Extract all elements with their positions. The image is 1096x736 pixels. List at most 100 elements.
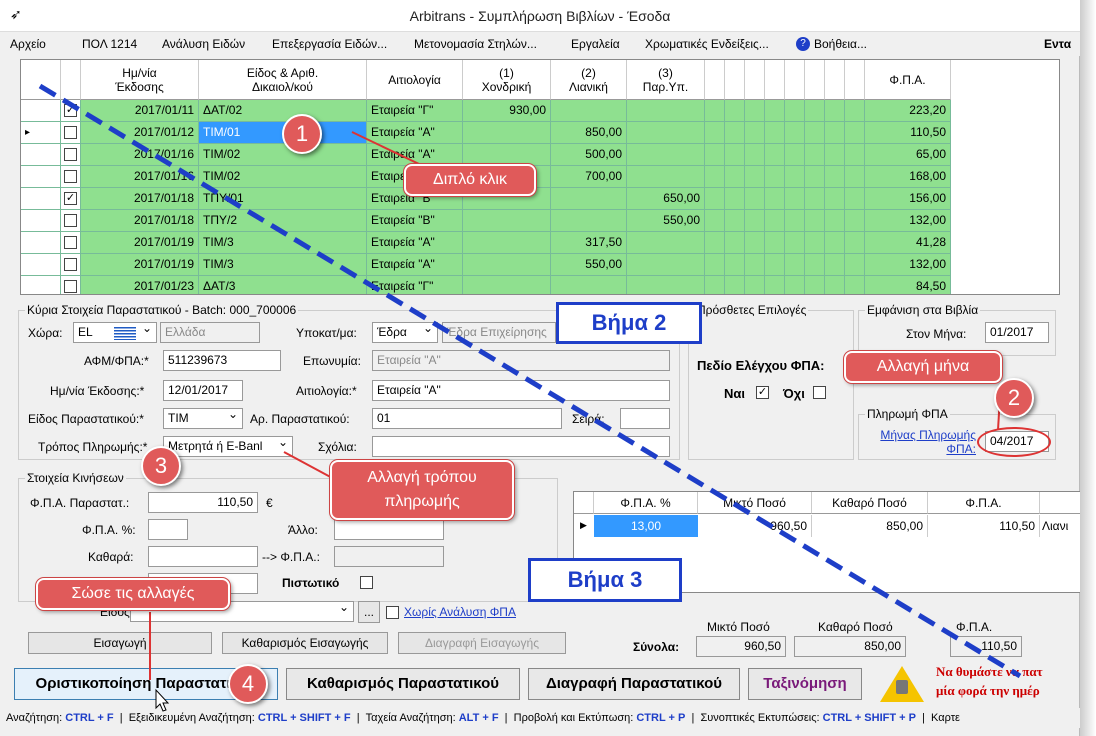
cell-empty[interactable]	[705, 232, 725, 254]
cell-vat[interactable]: 132,00	[865, 254, 951, 276]
cell-empty[interactable]	[745, 166, 765, 188]
grid-header-date[interactable]: Ημ/νία Έκδοσης	[81, 60, 199, 100]
cell-empty[interactable]	[785, 276, 805, 294]
cell-empty[interactable]	[845, 276, 865, 294]
cell-empty[interactable]	[805, 210, 825, 232]
cell-empty[interactable]	[825, 276, 845, 294]
cell-empty[interactable]	[745, 144, 765, 166]
vat-payment-month-link[interactable]: Μήνας Πληρωμής ΦΠΑ:	[880, 428, 976, 456]
cell-date[interactable]: 2017/01/16	[81, 144, 199, 166]
cell-empty[interactable]	[705, 122, 725, 144]
cell-c3[interactable]	[627, 276, 705, 294]
clear-document-button[interactable]: Καθαρισμός Παραστατικού	[286, 668, 520, 700]
menu-file[interactable]: Αρχείο	[10, 37, 46, 51]
cell-empty[interactable]	[705, 276, 725, 294]
cell-c3[interactable]	[627, 166, 705, 188]
cell-empty[interactable]	[805, 276, 825, 294]
cell-empty[interactable]	[745, 232, 765, 254]
subgrid-cell-extra[interactable]: Λιανι	[1042, 519, 1069, 533]
cell-empty[interactable]	[765, 276, 785, 294]
grid-header-retail[interactable]: (2) Λιανική	[551, 60, 627, 100]
cell-empty[interactable]	[845, 166, 865, 188]
issue-date-input[interactable]: 12/01/2017	[163, 380, 243, 401]
vat-doc-input[interactable]: 110,50	[148, 492, 258, 513]
cell-date[interactable]: 2017/01/18	[81, 210, 199, 232]
comments-input[interactable]	[372, 436, 670, 457]
delete-insert-button[interactable]: Διαγραφή Εισαγωγής	[398, 632, 566, 654]
cell-c1[interactable]	[463, 232, 551, 254]
cell-empty[interactable]	[845, 122, 865, 144]
grid-header-services[interactable]: (3) Παρ.Υπ.	[627, 60, 705, 100]
no-checkbox[interactable]	[813, 386, 826, 399]
row-checkbox-cell[interactable]	[61, 122, 81, 144]
cell-c1[interactable]	[463, 122, 551, 144]
row-indicator[interactable]: ▸	[21, 122, 61, 144]
cell-c3[interactable]: 650,00	[627, 188, 705, 210]
clear-insert-button[interactable]: Καθαρισμός Εισαγωγής	[222, 632, 388, 654]
cell-date[interactable]: 2017/01/19	[81, 232, 199, 254]
cell-empty[interactable]	[825, 188, 845, 210]
subgrid-cell-net[interactable]: 850,00	[812, 515, 928, 537]
cell-empty[interactable]	[825, 166, 845, 188]
cell-c2[interactable]	[551, 210, 627, 232]
row-indicator[interactable]	[21, 276, 61, 294]
cell-empty[interactable]	[705, 210, 725, 232]
sort-button[interactable]: Ταξινόμηση	[748, 668, 862, 700]
cell-date[interactable]: 2017/01/18	[81, 188, 199, 210]
cell-doc[interactable]: ΤΙΜ/3	[199, 232, 367, 254]
cell-empty[interactable]	[725, 188, 745, 210]
cell-empty[interactable]	[845, 144, 865, 166]
row-checkbox[interactable]	[64, 280, 77, 293]
cell-empty[interactable]	[805, 188, 825, 210]
cell-empty[interactable]	[845, 254, 865, 276]
cell-empty[interactable]	[765, 166, 785, 188]
row-checkbox-cell[interactable]	[61, 254, 81, 276]
cell-c3[interactable]	[627, 122, 705, 144]
cell-c3[interactable]	[627, 100, 705, 122]
no-vat-analysis-link[interactable]: Χωρίς Ανάλυση ΦΠΑ	[404, 605, 516, 619]
cell-empty[interactable]	[745, 100, 765, 122]
row-indicator[interactable]	[21, 100, 61, 122]
cell-empty[interactable]	[765, 254, 785, 276]
row-indicator[interactable]	[21, 144, 61, 166]
cell-empty[interactable]	[845, 232, 865, 254]
cell-reason[interactable]: Εταιρεία "Α"	[367, 232, 463, 254]
cell-reason[interactable]: Εταιρεία "Α"	[367, 122, 463, 144]
cell-c2[interactable]: 850,00	[551, 122, 627, 144]
row-checkbox-cell[interactable]	[61, 144, 81, 166]
cell-empty[interactable]	[705, 254, 725, 276]
menu-tools[interactable]: Εργαλεία	[571, 37, 620, 51]
cell-c3[interactable]	[627, 232, 705, 254]
cell-doc[interactable]: ΤΙΜ/02	[199, 144, 367, 166]
payment-method-select[interactable]: Μετρητά ή E-Banl	[163, 436, 293, 457]
cell-empty[interactable]	[705, 188, 725, 210]
subgrid-header-net[interactable]: Καθαρό Ποσό	[812, 492, 928, 514]
subgrid-cell-gross[interactable]: 960,50	[698, 515, 812, 537]
cell-vat[interactable]: 110,50	[865, 122, 951, 144]
cell-c3[interactable]	[627, 144, 705, 166]
cell-c1[interactable]: 930,00	[463, 100, 551, 122]
cell-empty[interactable]	[785, 254, 805, 276]
cell-c3[interactable]	[627, 254, 705, 276]
row-checkbox[interactable]	[64, 214, 77, 227]
cell-empty[interactable]	[745, 188, 765, 210]
menu-item-edit[interactable]: Επεξεργασία Ειδών...	[272, 37, 388, 51]
doc-type-select[interactable]: ΤΙΜ	[163, 408, 243, 429]
cell-vat[interactable]: 41,28	[865, 232, 951, 254]
cell-empty[interactable]	[805, 232, 825, 254]
cell-empty[interactable]	[765, 100, 785, 122]
cell-empty[interactable]	[745, 276, 765, 294]
cell-empty[interactable]	[765, 188, 785, 210]
cell-empty[interactable]	[805, 166, 825, 188]
menu-help[interactable]: Βοήθεια...	[814, 37, 867, 51]
menu-rename-columns[interactable]: Μετονομασία Στηλών...	[414, 37, 537, 51]
cell-empty[interactable]	[845, 188, 865, 210]
row-checkbox[interactable]	[64, 258, 77, 271]
cell-empty[interactable]	[785, 188, 805, 210]
cell-reason[interactable]: Εταιρεία "Α"	[367, 254, 463, 276]
cell-c2[interactable]: 500,00	[551, 144, 627, 166]
cell-vat[interactable]: 156,00	[865, 188, 951, 210]
